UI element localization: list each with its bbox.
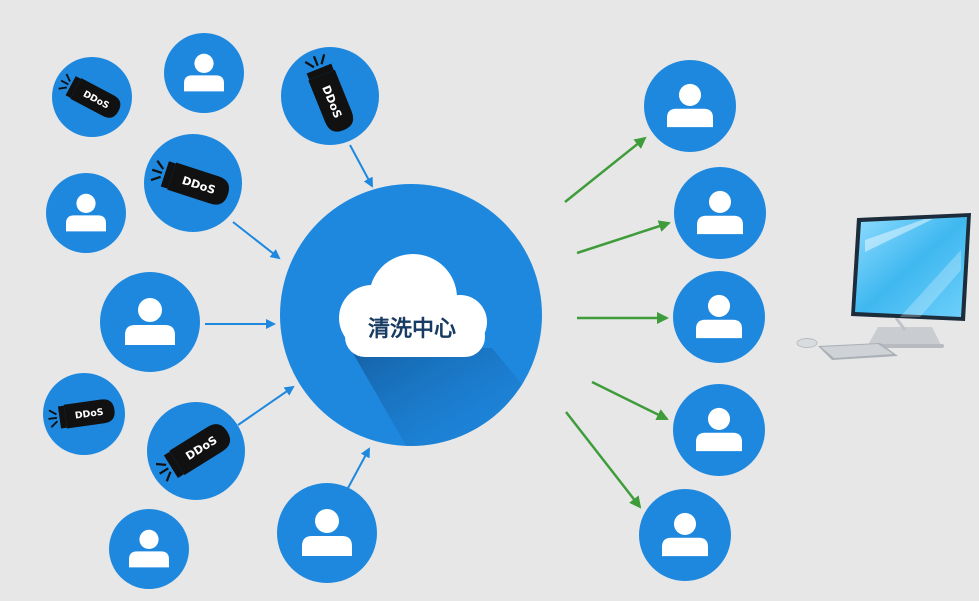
inbound-user-node (109, 509, 189, 589)
node-circle (673, 271, 765, 363)
user-icon (125, 298, 175, 345)
outbound-user-node (639, 489, 731, 581)
user-icon (696, 407, 742, 452)
inbound-ddos-node: DDoS (147, 402, 245, 500)
inbound-arrow (232, 221, 281, 260)
outbound-user-node (673, 384, 765, 476)
user-icon (302, 509, 352, 556)
outbound-arrow (564, 136, 647, 203)
outbound-user-node (644, 60, 736, 152)
inbound-arrows (205, 144, 373, 489)
mouse (796, 338, 818, 348)
nodes-layer: DDoS DDoS DDoS DDoS DDoS (43, 33, 766, 589)
ddos-bomb-icon: DDoS (48, 399, 115, 429)
outbound-arrow (565, 411, 642, 509)
cloud-icon (339, 254, 487, 357)
node-circle (46, 173, 126, 253)
ddos-label: DDoS (74, 407, 104, 422)
inbound-user-node (46, 173, 126, 253)
user-icon (696, 294, 742, 339)
center-label: 清洗中心 (368, 316, 456, 342)
inbound-user-node (164, 33, 244, 113)
ddos-bomb-icon: DDoS (304, 54, 354, 132)
inbound-arrow (347, 447, 370, 489)
ddos-bomb-icon: DDoS (150, 160, 230, 205)
user-icon (129, 529, 169, 568)
inbound-arrow (237, 385, 295, 426)
outbound-arrows (564, 136, 671, 509)
inbound-user-node (277, 483, 377, 583)
inbound-ddos-node: DDoS (43, 373, 125, 455)
user-icon (66, 193, 106, 232)
node-circle (673, 384, 765, 476)
inbound-ddos-node: DDoS (281, 47, 379, 145)
ddos-bomb-icon: DDoS (58, 73, 121, 118)
inbound-ddos-node: DDoS (144, 134, 242, 232)
outbound-user-node (673, 271, 765, 363)
outbound-arrow (591, 380, 669, 421)
node-circle (644, 60, 736, 152)
user-icon (662, 512, 708, 557)
inbound-ddos-node: DDoS (52, 57, 132, 137)
inbound-user-node (100, 272, 200, 372)
outbound-user-node (674, 167, 766, 259)
user-icon (697, 190, 743, 235)
user-icon (184, 53, 224, 92)
user-icon (667, 83, 713, 128)
desktop-computer-icon (796, 213, 971, 360)
scrubbing-center-node: 清洗中心 (280, 184, 542, 446)
outbound-arrow (576, 220, 671, 255)
inbound-arrow (349, 144, 373, 188)
